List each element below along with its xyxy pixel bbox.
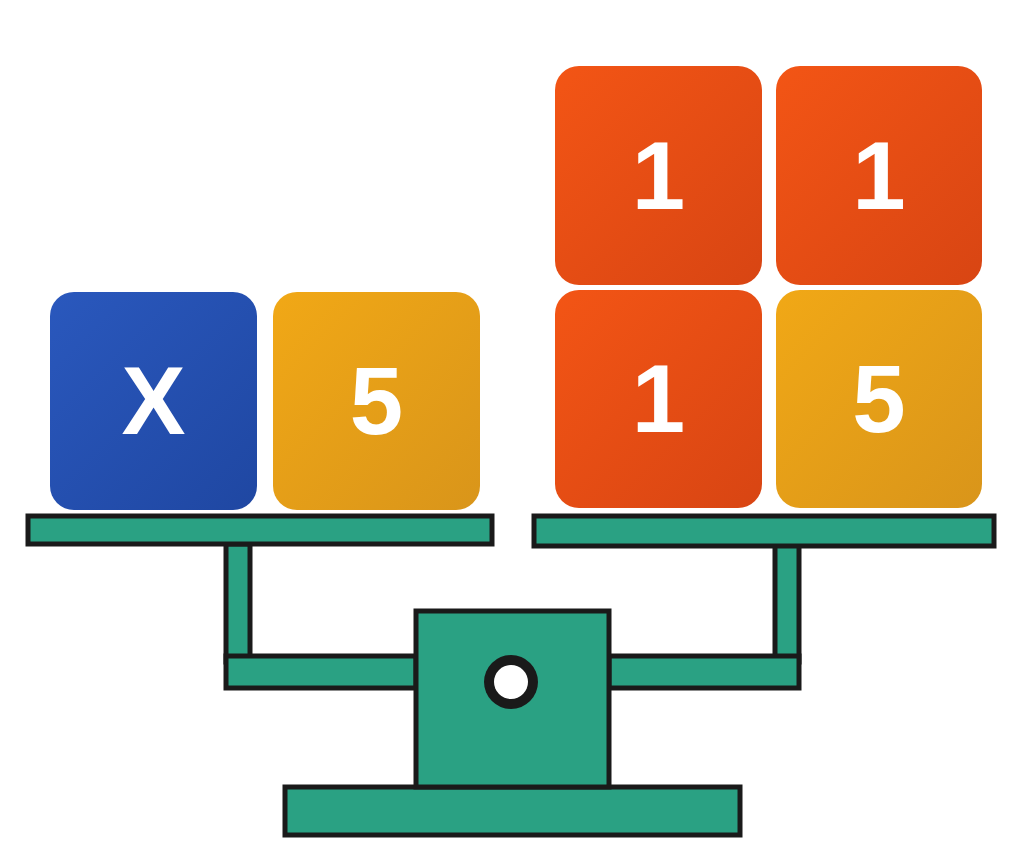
weight-block: 1 — [555, 290, 762, 508]
block-value: 5 — [852, 351, 905, 447]
right-pan — [534, 516, 994, 546]
scale-base — [285, 787, 740, 835]
block-value: 5 — [350, 353, 403, 449]
left-pan — [28, 516, 492, 544]
pivot-ring — [484, 655, 538, 709]
block-value: 1 — [852, 128, 905, 224]
right-arm — [609, 656, 799, 688]
weight-block: 1 — [555, 66, 762, 285]
block-value: X — [121, 353, 185, 449]
weight-block: 5 — [273, 292, 480, 510]
left-post — [226, 544, 250, 662]
left-arm — [226, 656, 416, 688]
pivot-hole — [494, 665, 528, 699]
weight-block: 1 — [776, 66, 982, 285]
block-value: 1 — [632, 128, 685, 224]
weight-block: 5 — [776, 290, 982, 508]
weight-block: X — [50, 292, 257, 510]
block-value: 1 — [632, 351, 685, 447]
scale-pivot-block — [416, 611, 609, 787]
right-post — [775, 544, 799, 662]
